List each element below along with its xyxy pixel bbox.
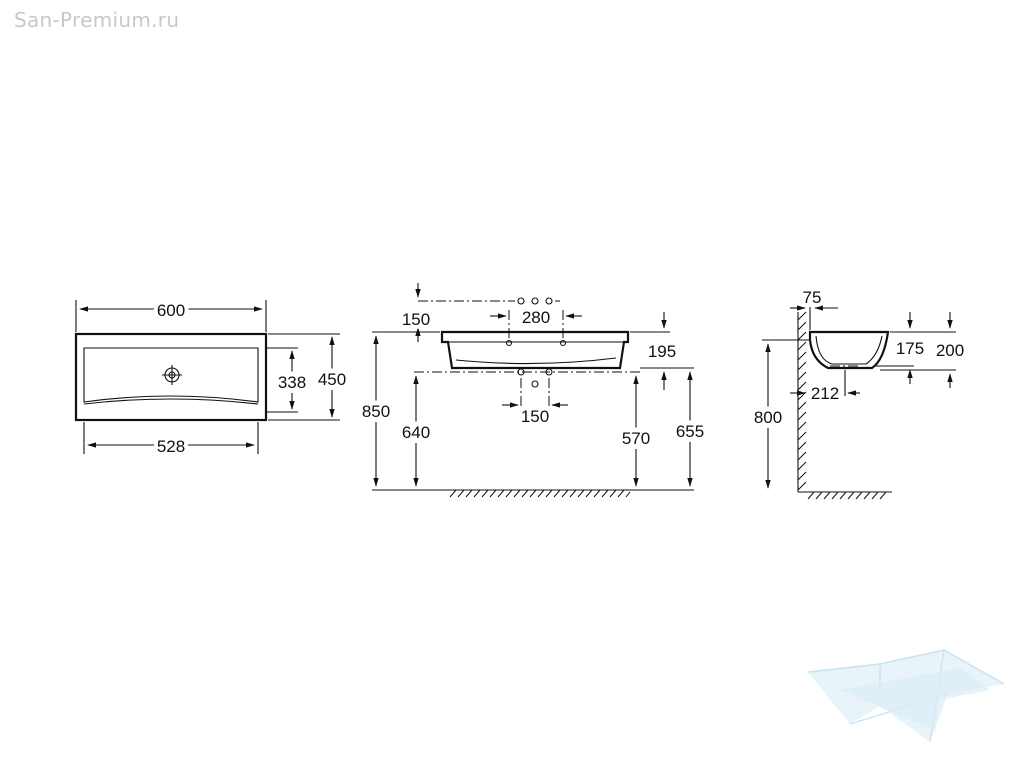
dim-280: 280 <box>522 308 550 327</box>
front-view: 150 280 150 195 850 <box>357 283 709 498</box>
dim-600: 600 <box>157 301 185 320</box>
basin-front-outline <box>440 330 630 370</box>
basin-side-profile <box>808 330 890 370</box>
dim-212: 212 <box>811 384 839 403</box>
dim-338: 338 <box>278 373 306 392</box>
tap-holes-icon <box>505 297 567 347</box>
dim-195: 195 <box>648 342 676 361</box>
side-floor-hatch <box>807 491 887 500</box>
dim-800: 800 <box>754 408 782 427</box>
dim-175: 175 <box>896 339 924 358</box>
dim-75: 75 <box>803 288 822 307</box>
drain-symbol-icon <box>162 365 182 385</box>
dim-200: 200 <box>936 341 964 360</box>
dim-450: 450 <box>318 370 346 389</box>
wall-hatch <box>797 311 807 491</box>
watermark-text: San-Premium.ru <box>14 8 180 32</box>
dim-528: 528 <box>157 437 185 456</box>
basin-inner-bowl <box>83 347 259 403</box>
dim-570: 570 <box>622 429 650 448</box>
dim-655: 655 <box>676 422 704 441</box>
side-view: 75 175 200 212 800 <box>749 284 968 500</box>
floor-hatch <box>449 489 631 498</box>
basin-outer-outline <box>74 332 268 422</box>
dim-640: 640 <box>402 423 430 442</box>
basin-inner-edge <box>83 398 259 405</box>
dim-850: 850 <box>362 402 390 421</box>
brand-logo-icon <box>807 649 1005 743</box>
dim-150-waste: 150 <box>521 407 549 426</box>
plan-view: 600 528 338 450 <box>74 297 351 460</box>
dim-150-tap-offset: 150 <box>402 310 430 329</box>
